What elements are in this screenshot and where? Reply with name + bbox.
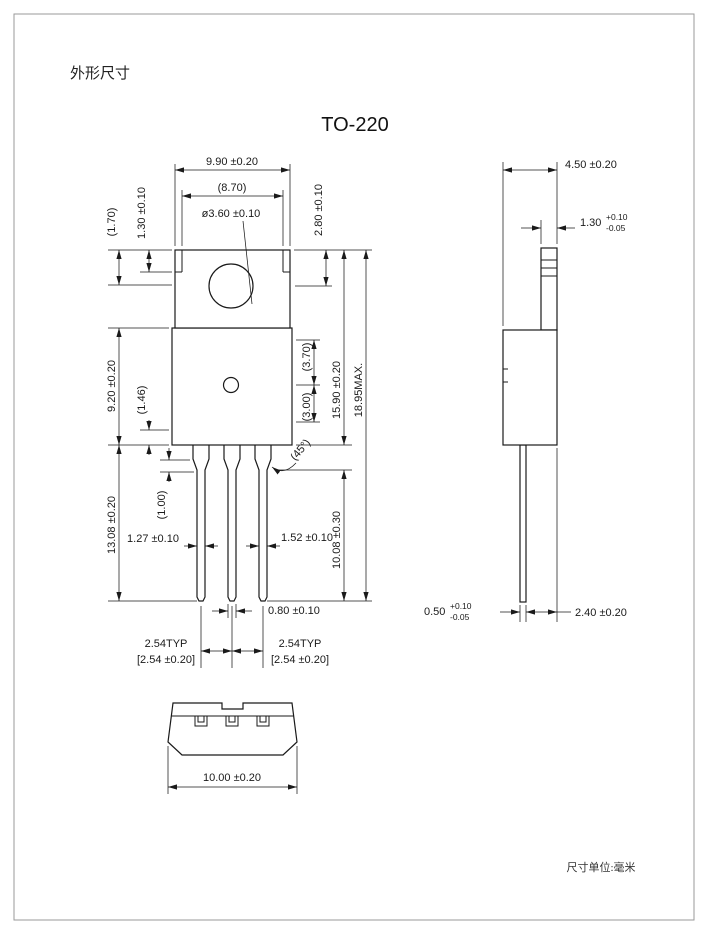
dim-pitch-left-typ: 2.54TYP bbox=[145, 638, 188, 650]
dim-lead-width-right: 1.52 ±0.10 bbox=[281, 532, 333, 544]
side-dimension-lines bbox=[500, 167, 575, 615]
dim-tab-thickness-base: 1.30 bbox=[580, 217, 601, 229]
front-dimension-lines bbox=[116, 167, 369, 654]
front-tab-steps bbox=[175, 250, 290, 273]
dim-pitch-left-tol: [2.54 ±0.20] bbox=[137, 654, 195, 666]
dim-front-width: 9.90 ±0.20 bbox=[206, 156, 258, 168]
dim-upper-ref: (3.70) bbox=[301, 343, 313, 372]
front-lead-middle bbox=[223, 445, 241, 602]
side-lead bbox=[519, 444, 527, 603]
front-view: 9.90 ±0.20 (8.70) ø3.60 ±0.10 2.80 ±0.10… bbox=[106, 156, 372, 668]
dim-lead-length: 13.08 ±0.20 bbox=[106, 496, 118, 554]
unit-note: 尺寸单位:毫米 bbox=[566, 860, 635, 874]
dim-lead-tip-width: 0.80 ±0.10 bbox=[268, 605, 320, 617]
front-lead-left bbox=[192, 445, 210, 602]
dim-tab-thickness-minus: -0.05 bbox=[606, 223, 626, 233]
dim-hole-diameter: ø3.60 ±0.10 bbox=[202, 208, 261, 220]
dim-shoulder-ref: (1.46) bbox=[136, 386, 148, 415]
bottom-lead-sections bbox=[194, 715, 270, 727]
dim-hole-center-to-top: 2.80 ±0.10 bbox=[313, 184, 325, 236]
front-mounting-hole bbox=[208, 263, 254, 309]
dim-lead-offset: 2.40 ±0.20 bbox=[575, 607, 627, 619]
dim-bottom-width: 10.00 ±0.20 bbox=[203, 772, 261, 784]
dim-lower-ref: (3.00) bbox=[301, 393, 313, 422]
bottom-view: 10.00 ±0.20 bbox=[167, 702, 298, 794]
package-title: TO-220 bbox=[321, 114, 388, 136]
front-lead-right bbox=[254, 445, 272, 602]
front-leads bbox=[192, 445, 272, 602]
dim-step-ref: (1.70) bbox=[106, 208, 118, 237]
bottom-dimension-lines bbox=[167, 746, 298, 794]
dim-tab-thickness-plus: +0.10 bbox=[606, 212, 628, 222]
dim-pitch-right-tol: [2.54 ±0.20] bbox=[271, 654, 329, 666]
dim-body-height: 9.20 ±0.20 bbox=[106, 360, 118, 412]
chamfer-leader-arc bbox=[271, 462, 297, 475]
dim-lead-width-left: 1.27 ±0.10 bbox=[127, 533, 179, 545]
front-body-dimple bbox=[222, 376, 240, 394]
dim-tab-body-height: 15.90 ±0.20 bbox=[331, 361, 343, 419]
dim-lead-thickness-plus: +0.10 bbox=[450, 601, 472, 611]
hole-leader-line bbox=[242, 220, 253, 305]
dim-overall-height: 18.95MAX. bbox=[353, 363, 365, 417]
dim-pitch-right-typ: 2.54TYP bbox=[279, 638, 322, 650]
bottom-outline bbox=[167, 702, 298, 756]
dim-front-width-ref: (8.70) bbox=[218, 182, 247, 194]
side-detail-lines bbox=[503, 259, 557, 383]
section-title: 外形尺寸 bbox=[70, 65, 130, 82]
page-border bbox=[13, 13, 695, 921]
dim-side-thickness: 4.50 ±0.20 bbox=[565, 159, 617, 171]
dim-lead-thickness-minus: -0.05 bbox=[450, 612, 470, 622]
dim-step-height: 1.30 ±0.10 bbox=[136, 187, 148, 239]
side-body bbox=[502, 329, 558, 446]
dim-lead-thickness-base: 0.50 bbox=[424, 606, 445, 618]
dim-lead-tip-length: 10.08 ±0.30 bbox=[331, 511, 343, 569]
side-view: 4.50 ±0.20 1.30 +0.10 -0.05 0.50 +0.10 -… bbox=[424, 159, 628, 622]
dim-chamfer-len-ref: (1.00) bbox=[156, 491, 168, 520]
